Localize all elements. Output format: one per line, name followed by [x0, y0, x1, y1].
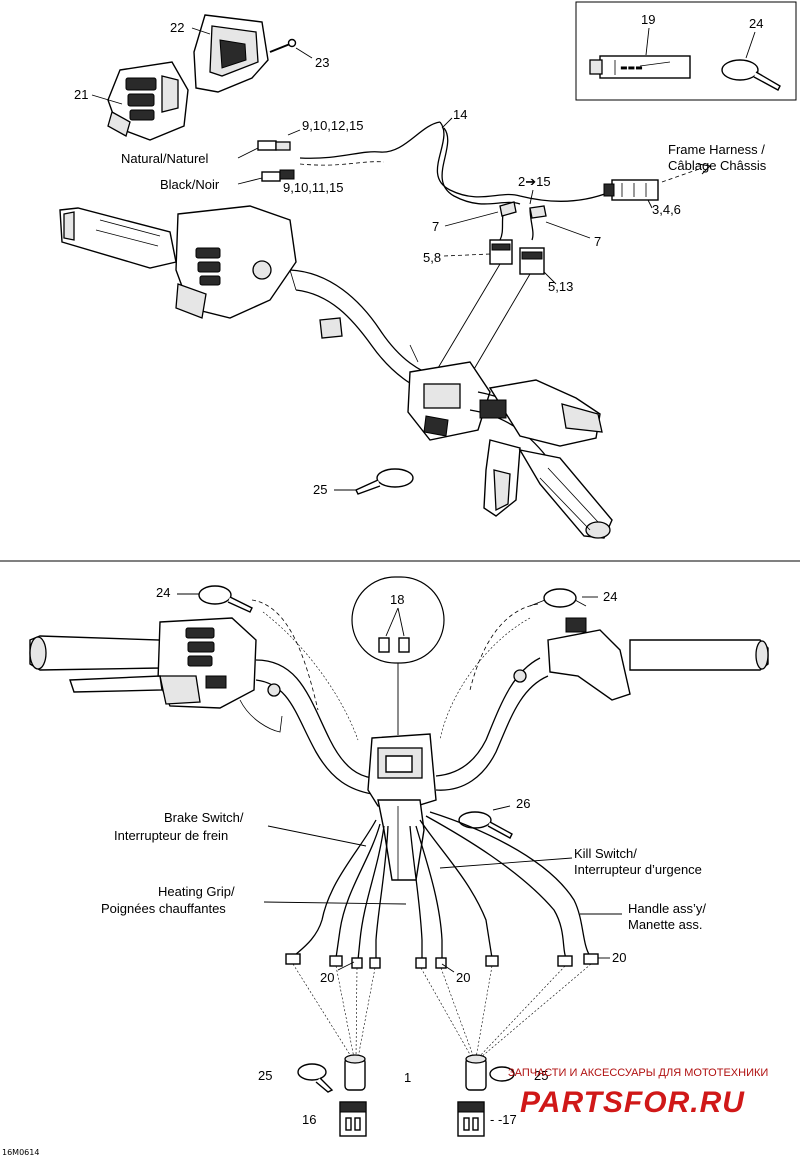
label-heating-grip-2: Poignées chauffantes [101, 901, 226, 916]
switch-housing-part-21 [107, 61, 189, 141]
callout-5-8: 5,8 [423, 250, 441, 265]
fan-lines [292, 963, 592, 1059]
handlebar-assembly-bottom [29, 617, 769, 881]
tie-strap-part-25-bottom-right [489, 1066, 515, 1082]
label-kill-switch-1: Kill Switch/ [574, 846, 637, 861]
tie-strap-part-24-inset [721, 59, 781, 91]
handlebar-assembly-top [59, 205, 613, 539]
label-frame-harness-2: Câblage Châssis [668, 158, 767, 173]
tie-strap-part-24-right [529, 588, 587, 608]
figure-code: 16M0614 [2, 1148, 39, 1157]
callout-25-bottom-left: 25 [258, 1068, 272, 1083]
tie-strap-part-24-left [198, 585, 253, 613]
callout-16: 16 [302, 1112, 316, 1127]
fuse-holder-callout-18 [351, 576, 445, 735]
callout-26: 26 [516, 796, 530, 811]
tie-strap-part-26 [458, 811, 513, 839]
boot-part-1-left [344, 1054, 366, 1091]
tie-strap-part-25-bottom-left [297, 1063, 334, 1093]
callout-9-10-12-15: 9,10,12,15 [302, 118, 363, 133]
wire-bundle-bottom [285, 811, 599, 969]
label-heating-grip-1: Heating Grip/ [158, 884, 235, 899]
label-natural: Natural/Naturel [121, 151, 209, 166]
screw-part-23 [269, 38, 297, 53]
callout-22: 22 [170, 20, 184, 35]
wiring-harness-part-14 [299, 121, 611, 241]
fuse-block-part-17 [457, 1101, 485, 1137]
callout-20-left: 20 [320, 970, 334, 985]
label-kill-switch-2: Interrupteur d’urgence [574, 862, 702, 877]
svg-text:▬▬▬: ▬▬▬ [620, 63, 643, 72]
callout-25-bottom-right: 25 [534, 1068, 548, 1083]
boot-part-1-right [465, 1054, 487, 1091]
label-brake-switch-1: Brake Switch/ [164, 810, 244, 825]
callout-3-4-6: 3,4,6 [652, 202, 681, 217]
black-connector [261, 169, 295, 182]
connector-5-8 [489, 239, 513, 265]
fuse-block-part-16 [339, 1101, 367, 1137]
callout-14: 14 [453, 107, 467, 122]
callout-7-left: 7 [432, 219, 439, 234]
label-handle-assy-2: Manette ass. [628, 917, 702, 932]
callout-2-15: 2➔15 [518, 174, 551, 189]
callout-17: - -17 [490, 1112, 517, 1127]
callout-25-top: 25 [313, 482, 327, 497]
inset-box: ▬▬▬ 19 24 [575, 1, 797, 101]
switch-housing-cover-part-22 [193, 14, 269, 93]
natural-connector [257, 140, 291, 151]
label-handle-assy-1: Handle ass’y/ [628, 901, 706, 916]
grease-tube-part-19: ▬▬▬ [589, 55, 691, 79]
callout-21: 21 [74, 87, 88, 102]
frame-harness-connector [603, 179, 659, 201]
callout-24-inset: 24 [749, 16, 763, 31]
callout-18: 18 [390, 592, 404, 607]
callout-24-right: 24 [603, 589, 617, 604]
callout-7-right: 7 [594, 234, 601, 249]
tie-strap-part-25-top [355, 468, 414, 495]
connector-5-13 [519, 247, 545, 275]
callout-9-10-11-15: 9,10,11,15 [283, 180, 343, 195]
label-brake-switch-2: Interrupteur de frein [114, 828, 228, 843]
watermark-tagline: ЗАПЧАСТИ И АКСЕССУАРЫ ДЛЯ МОТОТЕХНИКИ [508, 1067, 768, 1079]
callout-20-right: 20 [612, 950, 626, 965]
watermark: ЗАПЧАСТИ И АКСЕССУАРЫ ДЛЯ МОТОТЕХНИКИ PA… [508, 1067, 768, 1119]
callout-1: 1 [404, 1070, 411, 1085]
callout-24-left: 24 [156, 585, 170, 600]
watermark-brand: PARTSFOR.RU [520, 1086, 745, 1119]
callout-5-13: 5,13 [548, 279, 573, 294]
callout-20-mid: 20 [456, 970, 470, 985]
callout-19: 19 [641, 12, 655, 27]
label-frame-harness-1: Frame Harness / [668, 142, 765, 157]
callout-23: 23 [315, 55, 329, 70]
label-black: Black/Noir [160, 177, 220, 192]
